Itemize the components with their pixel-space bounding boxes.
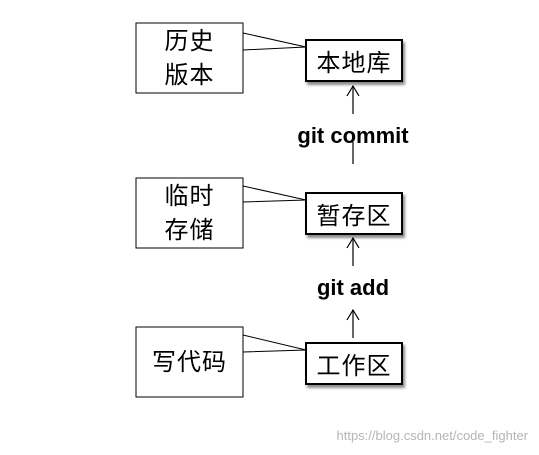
callout-work [242,334,307,353]
arrow-up-icon [346,308,360,338]
stage-box-work [305,342,403,385]
arrow-up-icon [346,84,360,114]
arrow-up-icon [346,236,360,266]
command-commit-label: git commit [297,123,409,148]
note-work-line-1: 写代码 [152,348,227,376]
note-staging-line-2: 存储 [164,216,215,244]
watermark: https://blog.csdn.net/code_fighter [336,427,528,443]
callout-staging [242,185,307,203]
stage-box-repo [305,39,403,82]
callout-repo [242,32,307,51]
note-staging: 临时 存储 [136,178,243,248]
stage-label-staging: 暂存区 [316,202,392,230]
note-box-staging [135,177,244,249]
stage-label-work: 工作区 [316,352,392,380]
note-repo: 历史 版本 [136,23,243,93]
note-repo-line-2: 版本 [164,61,215,89]
note-box-repo [135,22,244,94]
stage-box-staging [305,192,403,235]
command-add-label: git add [316,275,390,300]
note-box-work [135,326,244,398]
note-repo-line-1: 历史 [164,27,215,55]
note-staging-line-1: 临时 [164,182,215,210]
note-work: 写代码 [136,327,243,397]
stage-label-repo: 本地库 [316,49,392,77]
